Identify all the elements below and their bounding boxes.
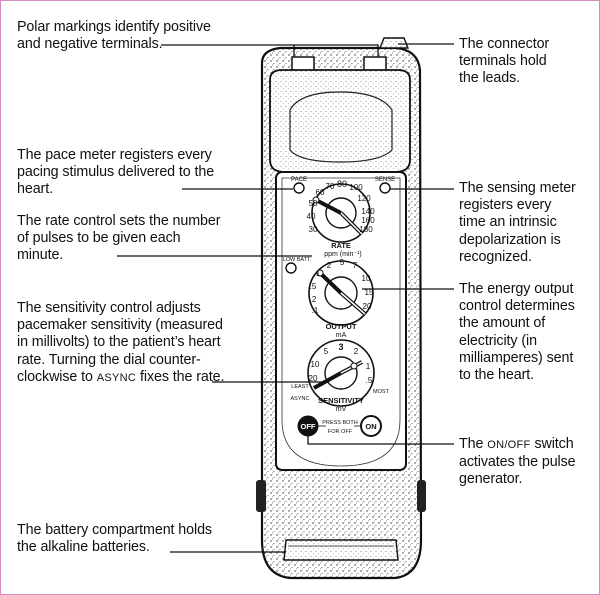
output-dial [308, 260, 374, 326]
leader-onoff [307, 436, 454, 445]
output-tick: 7 [353, 261, 358, 270]
least-label: LEAST [291, 384, 309, 390]
callout-energy-output: The energy output control determines the… [459, 281, 575, 384]
off-button-label: OFF [301, 422, 316, 431]
press-both-label: PRESS BOTH [322, 420, 357, 426]
callout-pace-meter: The pace meter registers every pacing st… [17, 147, 215, 198]
output-tick: .1 [312, 306, 319, 315]
for-off-label: FOR OFF [328, 429, 353, 435]
battery-compartment-door [283, 539, 399, 561]
rate-tick: 180 [359, 225, 373, 234]
lead-connector-cover [269, 69, 411, 173]
sensitivity-tick: 20 [309, 374, 318, 383]
pace-meter-lamp [293, 182, 305, 194]
output-tick: 2 [327, 261, 332, 270]
most-label: MOST [373, 389, 390, 395]
output-title: OUTPUT [326, 322, 357, 331]
rate-tick: 120 [357, 194, 371, 203]
sensitivity-tick: 10 [311, 360, 320, 369]
rate-tick: 50 [309, 199, 318, 208]
output-tick: 10 [362, 274, 371, 283]
rate-tick: 30 [309, 225, 318, 234]
callout-rate-control: The rate control sets the number of puls… [17, 213, 221, 264]
sense-label: SENSE [375, 177, 395, 183]
output-tick: 20 [363, 302, 372, 311]
callout-sensitivity-control: The sensitivity control adjusts pacemake… [17, 300, 224, 387]
sensitivity-tick: 2 [354, 347, 359, 356]
output-tick: 15 [365, 288, 374, 297]
sensitivity-unit: mV [336, 406, 347, 413]
leader-polar [161, 44, 379, 57]
callout-connector-terminals: The connector terminals hold the leads. [459, 36, 550, 87]
sensitivity-tick: .5 [366, 376, 373, 385]
callout-sensing-meter: The sensing meter registers every time a… [459, 180, 576, 265]
onoff-term: ON/OFF [487, 439, 531, 451]
sensitivity-title: SENSITIVITY [318, 396, 364, 405]
sensitivity-tick: 3 [338, 342, 343, 352]
side-clip-left [256, 480, 266, 512]
output-tick: 5 [340, 258, 345, 267]
output-tick: .2 [310, 295, 317, 304]
rate-title: RATE [331, 241, 351, 250]
output-dial-ticks: .1 .2 .5 1 2 5 7 10 15 20 [310, 258, 374, 315]
low-battery-lamp [285, 262, 297, 274]
rate-tick: 100 [349, 183, 363, 192]
rate-tick: 160 [361, 216, 375, 225]
side-clip-right [417, 480, 426, 512]
callout-battery-compartment: The battery compartment holds the alkali… [17, 522, 212, 556]
rate-tick: 140 [361, 207, 375, 216]
leader-lines [117, 43, 454, 553]
async-label: ASYNC [291, 396, 310, 402]
sensitivity-tick: 5 [324, 347, 329, 356]
sensitivity-dial-ticks: 20 10 5 3 2 1 .5 [309, 342, 373, 385]
low-battery-label: LOW BATT. [283, 257, 312, 263]
sensitivity-dial [307, 339, 375, 407]
callout-polar-markings: Polar markings identify positive and neg… [17, 19, 211, 53]
connector-terminal-icon [378, 37, 410, 49]
sensitivity-tick: 1 [366, 362, 371, 371]
onoff-text-start: The [459, 436, 488, 452]
rate-unit: ppm (min⁻¹) [324, 251, 362, 258]
output-unit: mA [336, 332, 347, 339]
rate-dial [311, 183, 371, 243]
sensitivity-text-end: fixes the rate. [136, 368, 225, 385]
sensitivity-async-term: ASYNC [96, 371, 137, 384]
rate-tick: 40 [307, 212, 316, 221]
sensitivity-text-main: The sensitivity control adjusts pacemake… [17, 300, 223, 385]
output-tick: 1 [316, 269, 321, 278]
onoff-text-end: switch activates the pulse generator. [459, 436, 576, 488]
rate-tick: 70 [326, 182, 335, 191]
rate-dial-ticks: 30 40 50 60 70 80 100 120 140 160 180 [307, 179, 376, 234]
rate-tick: 80 [337, 179, 347, 189]
output-tick: .5 [310, 282, 317, 291]
callout-on-off-switch: The ON/OFF switch activates the pulse ge… [459, 436, 576, 489]
rate-tick: 60 [316, 188, 325, 197]
pace-label: PACE [291, 177, 307, 183]
on-button-label: ON [365, 422, 376, 431]
sense-meter-lamp [379, 182, 391, 194]
